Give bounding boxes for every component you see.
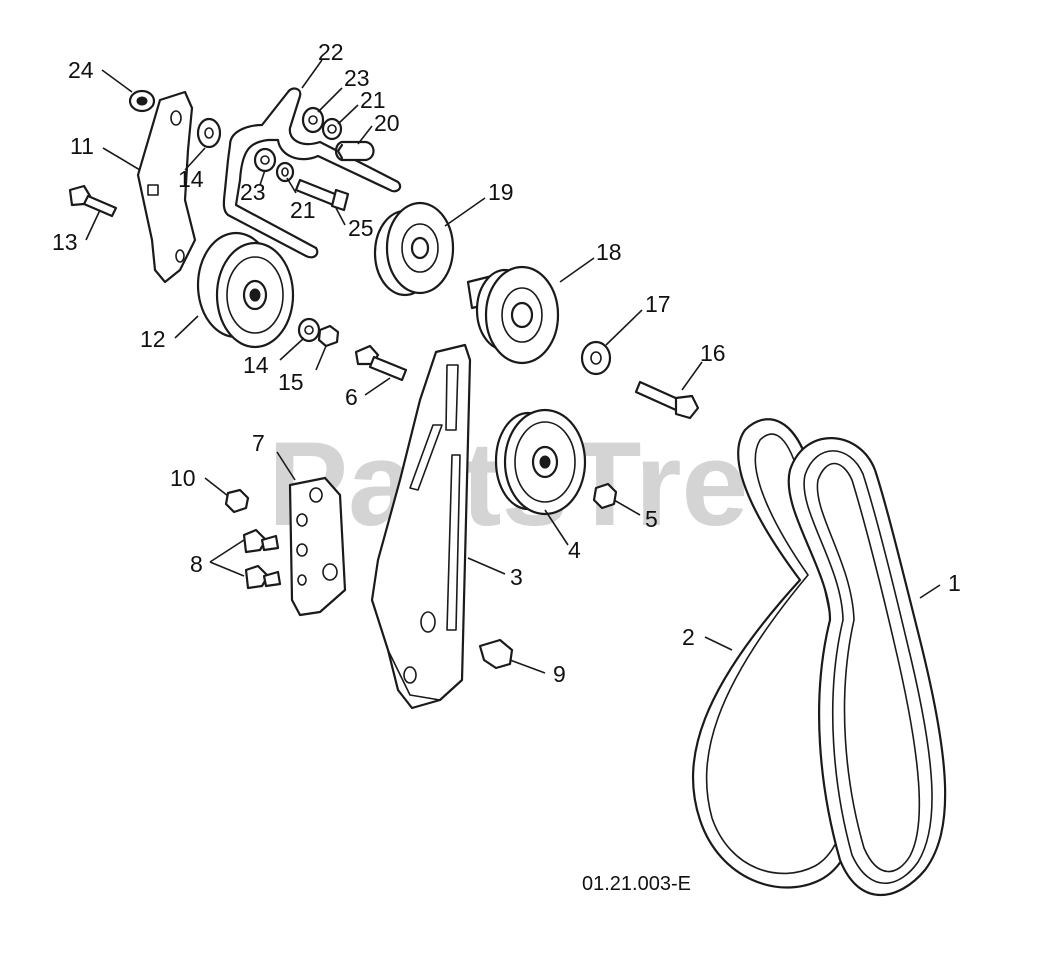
washer-14-upper xyxy=(196,117,222,149)
nut-21-upper xyxy=(321,117,343,141)
washer-14-lower xyxy=(297,317,321,343)
bolt-9 xyxy=(478,638,514,670)
callout-4: 4 xyxy=(568,537,581,563)
diagram-code: 01.21.003-E xyxy=(582,873,691,895)
washer-23-lower xyxy=(253,147,277,173)
callout-16: 16 xyxy=(700,340,726,366)
nut-21-lower xyxy=(275,161,295,183)
spacer-17 xyxy=(580,340,612,376)
nut-24 xyxy=(128,89,156,113)
bolt-16 xyxy=(634,380,700,420)
belt-1 xyxy=(787,437,947,897)
callout-20: 20 xyxy=(374,110,400,136)
callout-9: 9 xyxy=(553,661,566,687)
callout-24: 24 xyxy=(68,57,94,83)
bolt-6 xyxy=(354,344,408,382)
callout-14-upper: 14 xyxy=(178,166,204,192)
bolt-8-lower xyxy=(244,564,282,590)
callout-5: 5 xyxy=(645,506,658,532)
idler-pulley-4 xyxy=(494,408,587,516)
callout-19: 19 xyxy=(488,179,514,205)
bolt-8-upper xyxy=(242,528,280,554)
callout-21-lower: 21 xyxy=(290,197,316,223)
callout-23-upper: 23 xyxy=(344,65,370,91)
callout-2: 2 xyxy=(682,624,695,650)
pulley-19 xyxy=(373,201,455,297)
callout-23-lower: 23 xyxy=(240,179,266,205)
bolt-13 xyxy=(68,184,118,218)
callout-leaders xyxy=(85,59,941,674)
callout-3: 3 xyxy=(510,564,523,590)
callout-14-lower: 14 xyxy=(243,352,269,378)
callout-7: 7 xyxy=(252,430,265,456)
callout-21-upper: 21 xyxy=(360,87,386,113)
pulley-18 xyxy=(466,265,560,365)
callout-1: 1 xyxy=(948,570,961,596)
idler-pulley-12 xyxy=(196,231,295,349)
washer-23-upper xyxy=(301,106,325,134)
rod-22 xyxy=(222,87,402,259)
nut-15 xyxy=(317,324,340,348)
callout-10: 10 xyxy=(170,465,196,491)
tension-arm-11 xyxy=(136,90,197,284)
callout-25: 25 xyxy=(348,215,374,241)
callout-22: 22 xyxy=(318,39,344,65)
callouts: 1 2 3 4 5 6 7 8 9 10 11 12 13 14 14 15 1… xyxy=(52,39,961,687)
callout-18: 18 xyxy=(596,239,622,265)
callout-13: 13 xyxy=(52,229,78,255)
callout-15: 15 xyxy=(278,369,304,395)
callout-6: 6 xyxy=(345,384,358,410)
callout-11: 11 xyxy=(70,133,94,159)
callout-17: 17 xyxy=(645,291,671,317)
nut-5 xyxy=(592,482,618,510)
nut-10 xyxy=(224,488,250,514)
bolt-25 xyxy=(294,178,350,212)
callout-12: 12 xyxy=(140,326,166,352)
idler-bracket-3 xyxy=(370,343,472,710)
callout-8: 8 xyxy=(190,551,203,577)
bolt-20 xyxy=(334,140,375,162)
bracket-plate-7 xyxy=(288,476,347,617)
